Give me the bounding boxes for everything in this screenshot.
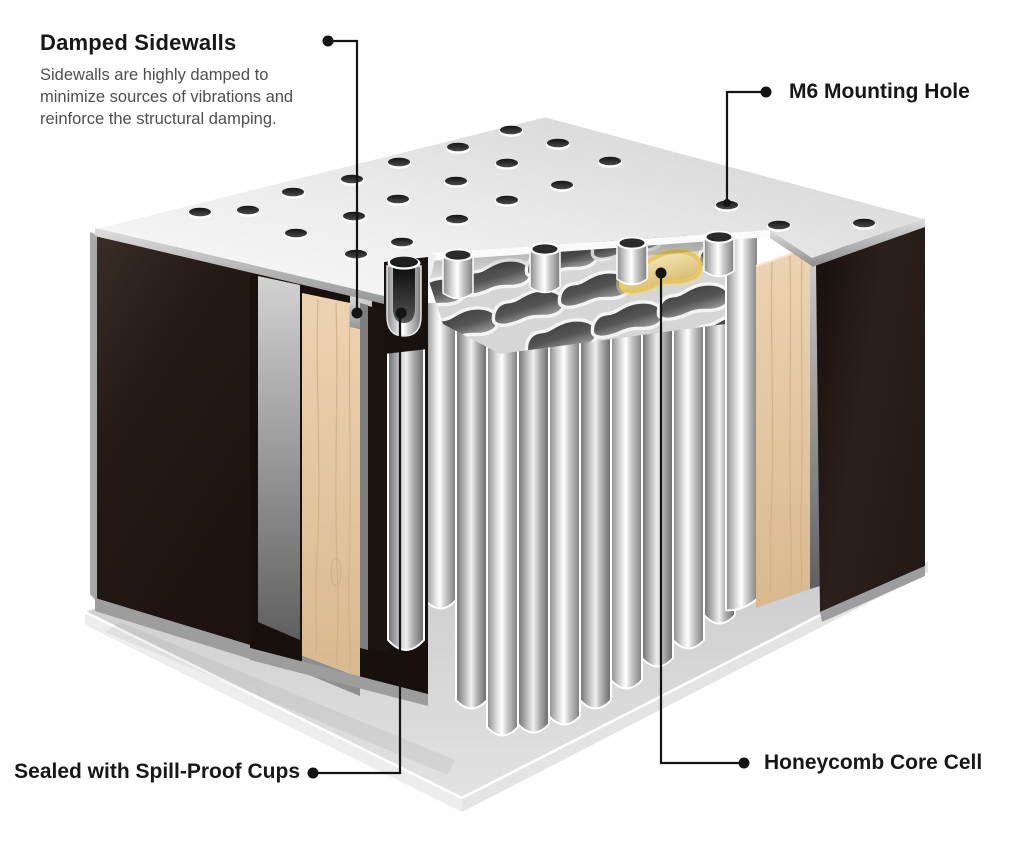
leader-honeycomb-core-cell <box>655 267 750 769</box>
callout-m6-mounting-hole: M6 Mounting Hole <box>789 80 970 104</box>
target-dot <box>723 199 731 207</box>
cup-column <box>387 309 425 651</box>
callout-dot <box>760 86 772 98</box>
damped-sidewalls-title: Damped Sidewalls <box>40 30 237 55</box>
core-column-stubs <box>442 230 735 300</box>
right-sidewall <box>725 220 925 622</box>
honeycomb-core-cell-label: Honeycomb Core Cell <box>764 751 983 774</box>
metal-frame-left <box>258 276 300 640</box>
callout-dot <box>307 767 319 779</box>
plate-cut-edge <box>430 230 770 261</box>
leader-spill-proof-cups <box>307 307 407 779</box>
callout-dot <box>738 757 750 769</box>
callout-damped-sidewalls: Damped Sidewalls Sidewalls are highly da… <box>40 30 314 131</box>
leader-damped-sidewalls <box>322 35 363 319</box>
core-end-column <box>725 220 759 612</box>
spill-proof-cups-label: Sealed with Spill-Proof Cups <box>14 760 300 783</box>
right-wall-face <box>816 221 925 612</box>
callout-spill-proof-cups: Sealed with Spill-Proof Cups <box>0 760 300 784</box>
callout-dot <box>322 35 334 47</box>
leader-m6-mounting-hole <box>723 86 772 207</box>
target-dot <box>351 307 363 319</box>
target-dot <box>655 267 667 279</box>
callout-honeycomb-core-cell: Honeycomb Core Cell <box>764 751 982 775</box>
damped-sidewalls-description: Sidewalls are highly damped to minimize … <box>40 66 294 128</box>
target-dot <box>395 307 407 319</box>
spill-proof-cup <box>384 256 428 354</box>
right-wall-bottom-trim <box>820 566 925 622</box>
m6-mounting-hole-label: M6 Mounting Hole <box>789 80 970 103</box>
wood-damping-layer-right <box>755 246 811 608</box>
left-wall-bottom-trim <box>95 598 250 659</box>
left-wall-face <box>95 236 250 645</box>
